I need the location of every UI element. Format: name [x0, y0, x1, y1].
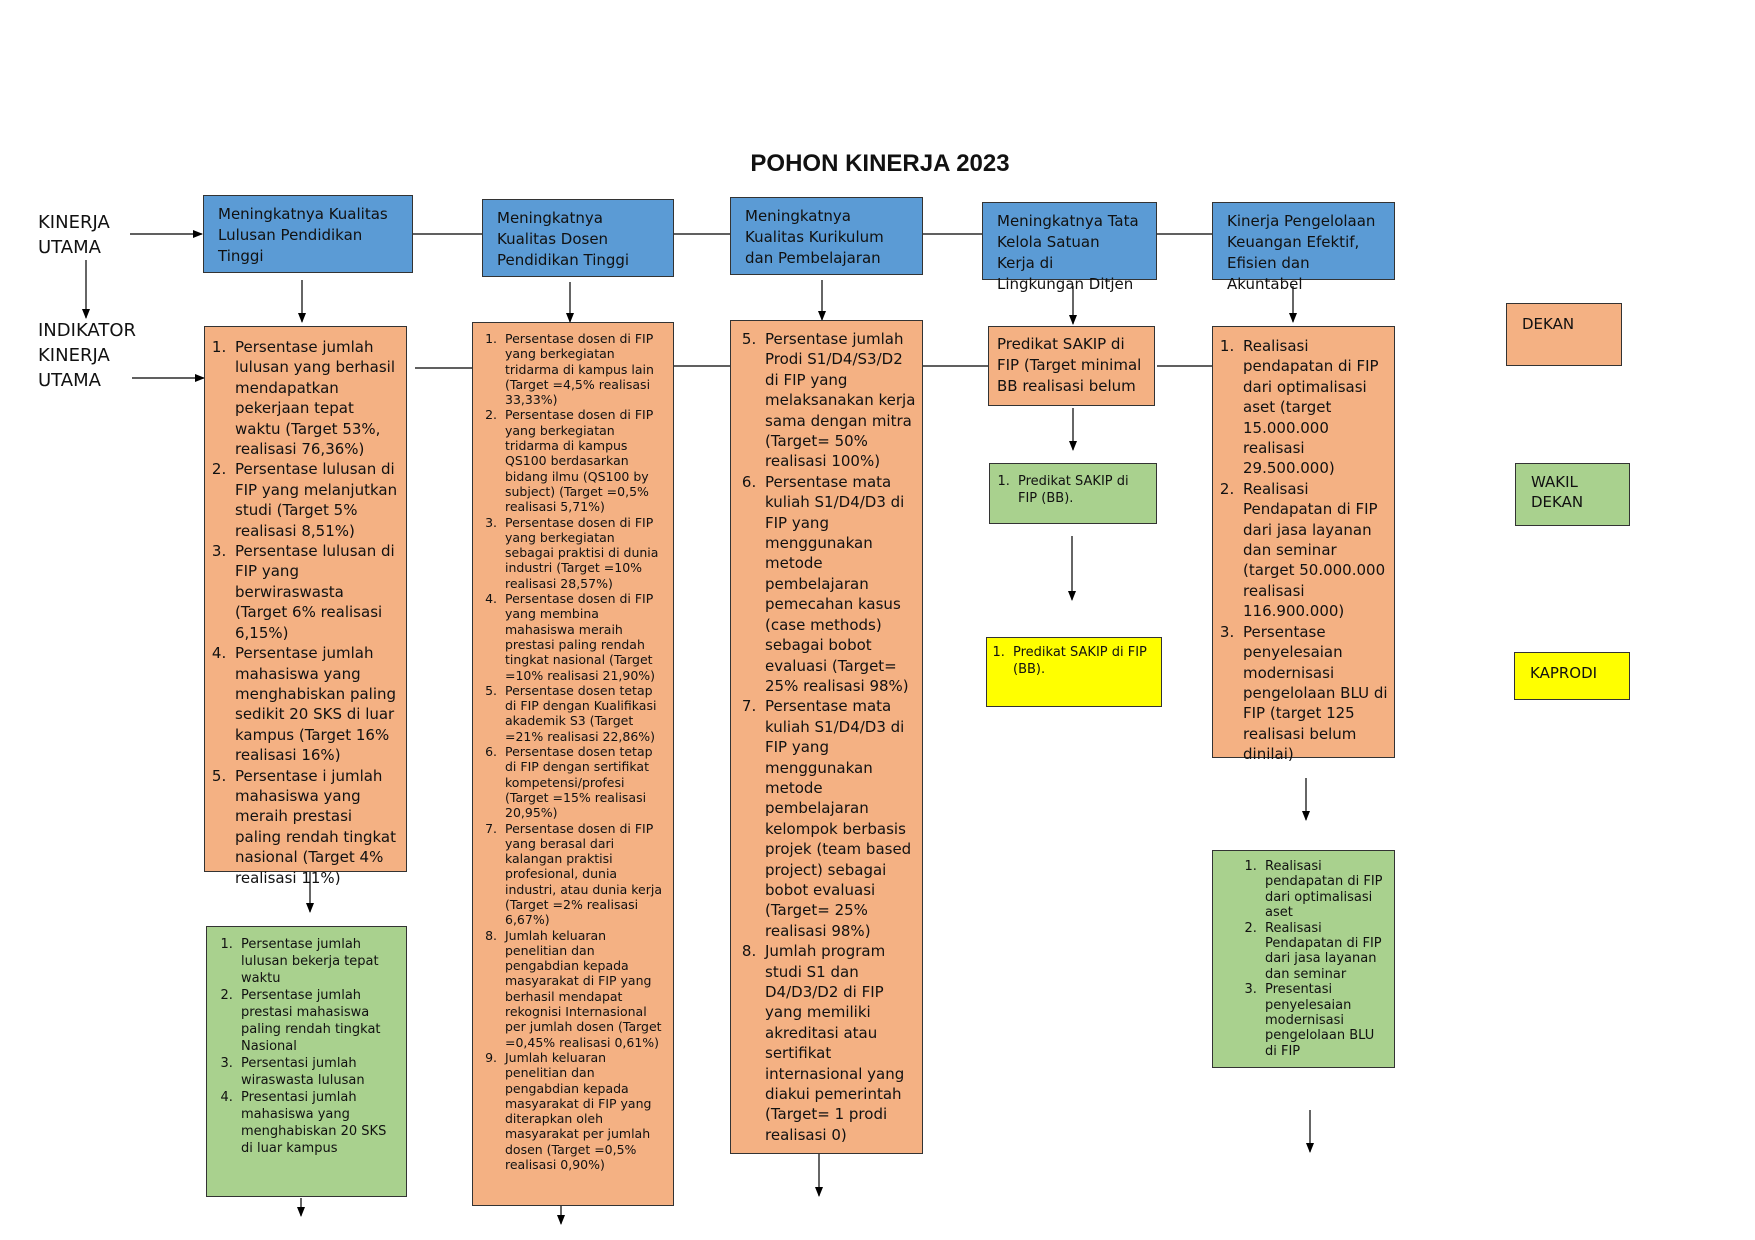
iku-item: Realisasi Pendapatan di FIP dari jasa la…: [1239, 479, 1388, 622]
iku-box-4: Predikat SAKIP di FIP (Target minimal BB…: [988, 326, 1155, 406]
iku-item: Persentase i jumlah mahasiswa yang merai…: [231, 766, 398, 888]
kaprodi-box-4: Predikat SAKIP di FIP (BB).: [986, 637, 1162, 707]
iku-list-5: Realisasi pendapatan di FIP dari optimal…: [1219, 336, 1388, 765]
iku-item: Persentase mata kuliah S1/D4/D3 di FIP y…: [761, 696, 916, 941]
label-kinerja-utama: KINERJA UTAMA: [38, 212, 110, 258]
iku-item: Jumlah program studi S1 dan D4/D3/D2 di …: [761, 941, 916, 1145]
kaprodi-list-4: Predikat SAKIP di FIP (BB).: [995, 644, 1153, 678]
wakil-item: Realisasi Pendapatan di FIP dari jasa la…: [1261, 921, 1388, 983]
wakil-item: Persentase jumlah lulusan bekerja tepat …: [237, 936, 398, 987]
iku-item: Persentase lulusan di FIP yang melanjutk…: [231, 459, 398, 541]
header-box-4: Meningkatnya Tata Kelola Satuan Kerja di…: [982, 202, 1157, 293]
iku-item: Persentase dosen di FIP yang berkegiatan…: [501, 407, 667, 514]
wakil-list-4: Predikat SAKIP di FIP (BB).: [998, 473, 1148, 507]
iku-item: Realisasi pendapatan di FIP dari optimal…: [1239, 336, 1388, 479]
wakil-list-1: Persentase jumlah lulusan bekerja tepat …: [215, 936, 398, 1157]
iku-box-3: Persentase jumlah Prodi S1/D4/S3/D2 di F…: [730, 320, 923, 1154]
legend-wakil-dekan: WAKIL DEKAN: [1515, 463, 1630, 526]
wakil-item: Persentasi jumlah wiraswasta lulusan: [237, 1055, 398, 1089]
header-box-5: Kinerja Pengelolaan Keuangan Efektif, Ef…: [1212, 202, 1395, 293]
wakil-box-4: Predikat SAKIP di FIP (BB).: [989, 463, 1157, 524]
header-box-3: Meningkatnya Kualitas Kurikulum dan Pemb…: [730, 197, 923, 275]
iku-item: Persentase dosen di FIP yang berasal dar…: [501, 821, 667, 928]
wakil-box-5: Realisasi pendapatan di FIP dari optimal…: [1212, 850, 1395, 1068]
wakil-item: Realisasi pendapatan di FIP dari optimal…: [1261, 859, 1388, 921]
iku-list-3: Persentase jumlah Prodi S1/D4/S3/D2 di F…: [735, 329, 916, 1145]
wakil-item: Presentasi jumlah mahasiswa yang menghab…: [237, 1089, 398, 1157]
iku-box-1: Persentase jumlah lulusan yang berhasil …: [204, 326, 407, 887]
iku-box-5: Realisasi pendapatan di FIP dari optimal…: [1212, 326, 1395, 763]
iku-item: Persentase dosen tetap di FIP dengan ser…: [501, 744, 667, 820]
iku-item: Persentase dosen di FIP yang berkegiatan…: [501, 515, 667, 591]
page-title: POHON KINERJA 2023: [750, 150, 1010, 177]
iku-box-2: Persentase dosen di FIP yang berkegiatan…: [472, 322, 674, 1206]
label-indikator-kinerja-utama: INDIKATOR KINERJA UTAMA: [38, 320, 137, 391]
wakil-list-5: Realisasi pendapatan di FIP dari optimal…: [1221, 859, 1388, 1059]
header-box-1: Meningkatnya Kualitas Lulusan Pendidikan…: [203, 195, 413, 273]
wakil-item: Predikat SAKIP di FIP (BB).: [1014, 473, 1148, 507]
header-box-2: Meningkatnya Kualitas Dosen Pendidikan T…: [482, 199, 674, 277]
wakil-item: Persentase jumlah prestasi mahasiswa pal…: [237, 987, 398, 1055]
iku-item: Persentase mata kuliah S1/D4/D3 di FIP y…: [761, 472, 916, 696]
iku-item: Persentase dosen di FIP yang membina mah…: [501, 591, 667, 683]
wakil-item: Presentasi penyelesaian modernisasi peng…: [1261, 982, 1388, 1059]
iku-item: Persentase dosen tetap di FIP dengan Kua…: [501, 683, 667, 744]
iku-item: Jumlah keluaran penelitian dan pengabdia…: [501, 1050, 667, 1172]
iku-item: Persentase penyelesaian modernisasi peng…: [1239, 622, 1388, 765]
kaprodi-item: Predikat SAKIP di FIP (BB).: [1009, 644, 1153, 678]
iku-item: Persentase lulusan di FIP yang berwirasw…: [231, 541, 398, 643]
iku-item: Persentase jumlah mahasiswa yang menghab…: [231, 643, 398, 765]
legend-dekan: DEKAN: [1506, 303, 1622, 366]
wakil-box-1: Persentase jumlah lulusan bekerja tepat …: [206, 926, 407, 1197]
iku-list-1: Persentase jumlah lulusan yang berhasil …: [211, 337, 398, 888]
iku-item: Persentase jumlah lulusan yang berhasil …: [231, 337, 398, 459]
legend-kaprodi: KAPRODI: [1514, 652, 1630, 700]
iku-item: Persentase dosen di FIP yang berkegiatan…: [501, 331, 667, 407]
iku-item: Jumlah keluaran penelitian dan pengabdia…: [501, 928, 667, 1050]
iku-item: Persentase jumlah Prodi S1/D4/S3/D2 di F…: [761, 329, 916, 472]
iku-list-2: Persentase dosen di FIP yang berkegiatan…: [479, 331, 667, 1172]
